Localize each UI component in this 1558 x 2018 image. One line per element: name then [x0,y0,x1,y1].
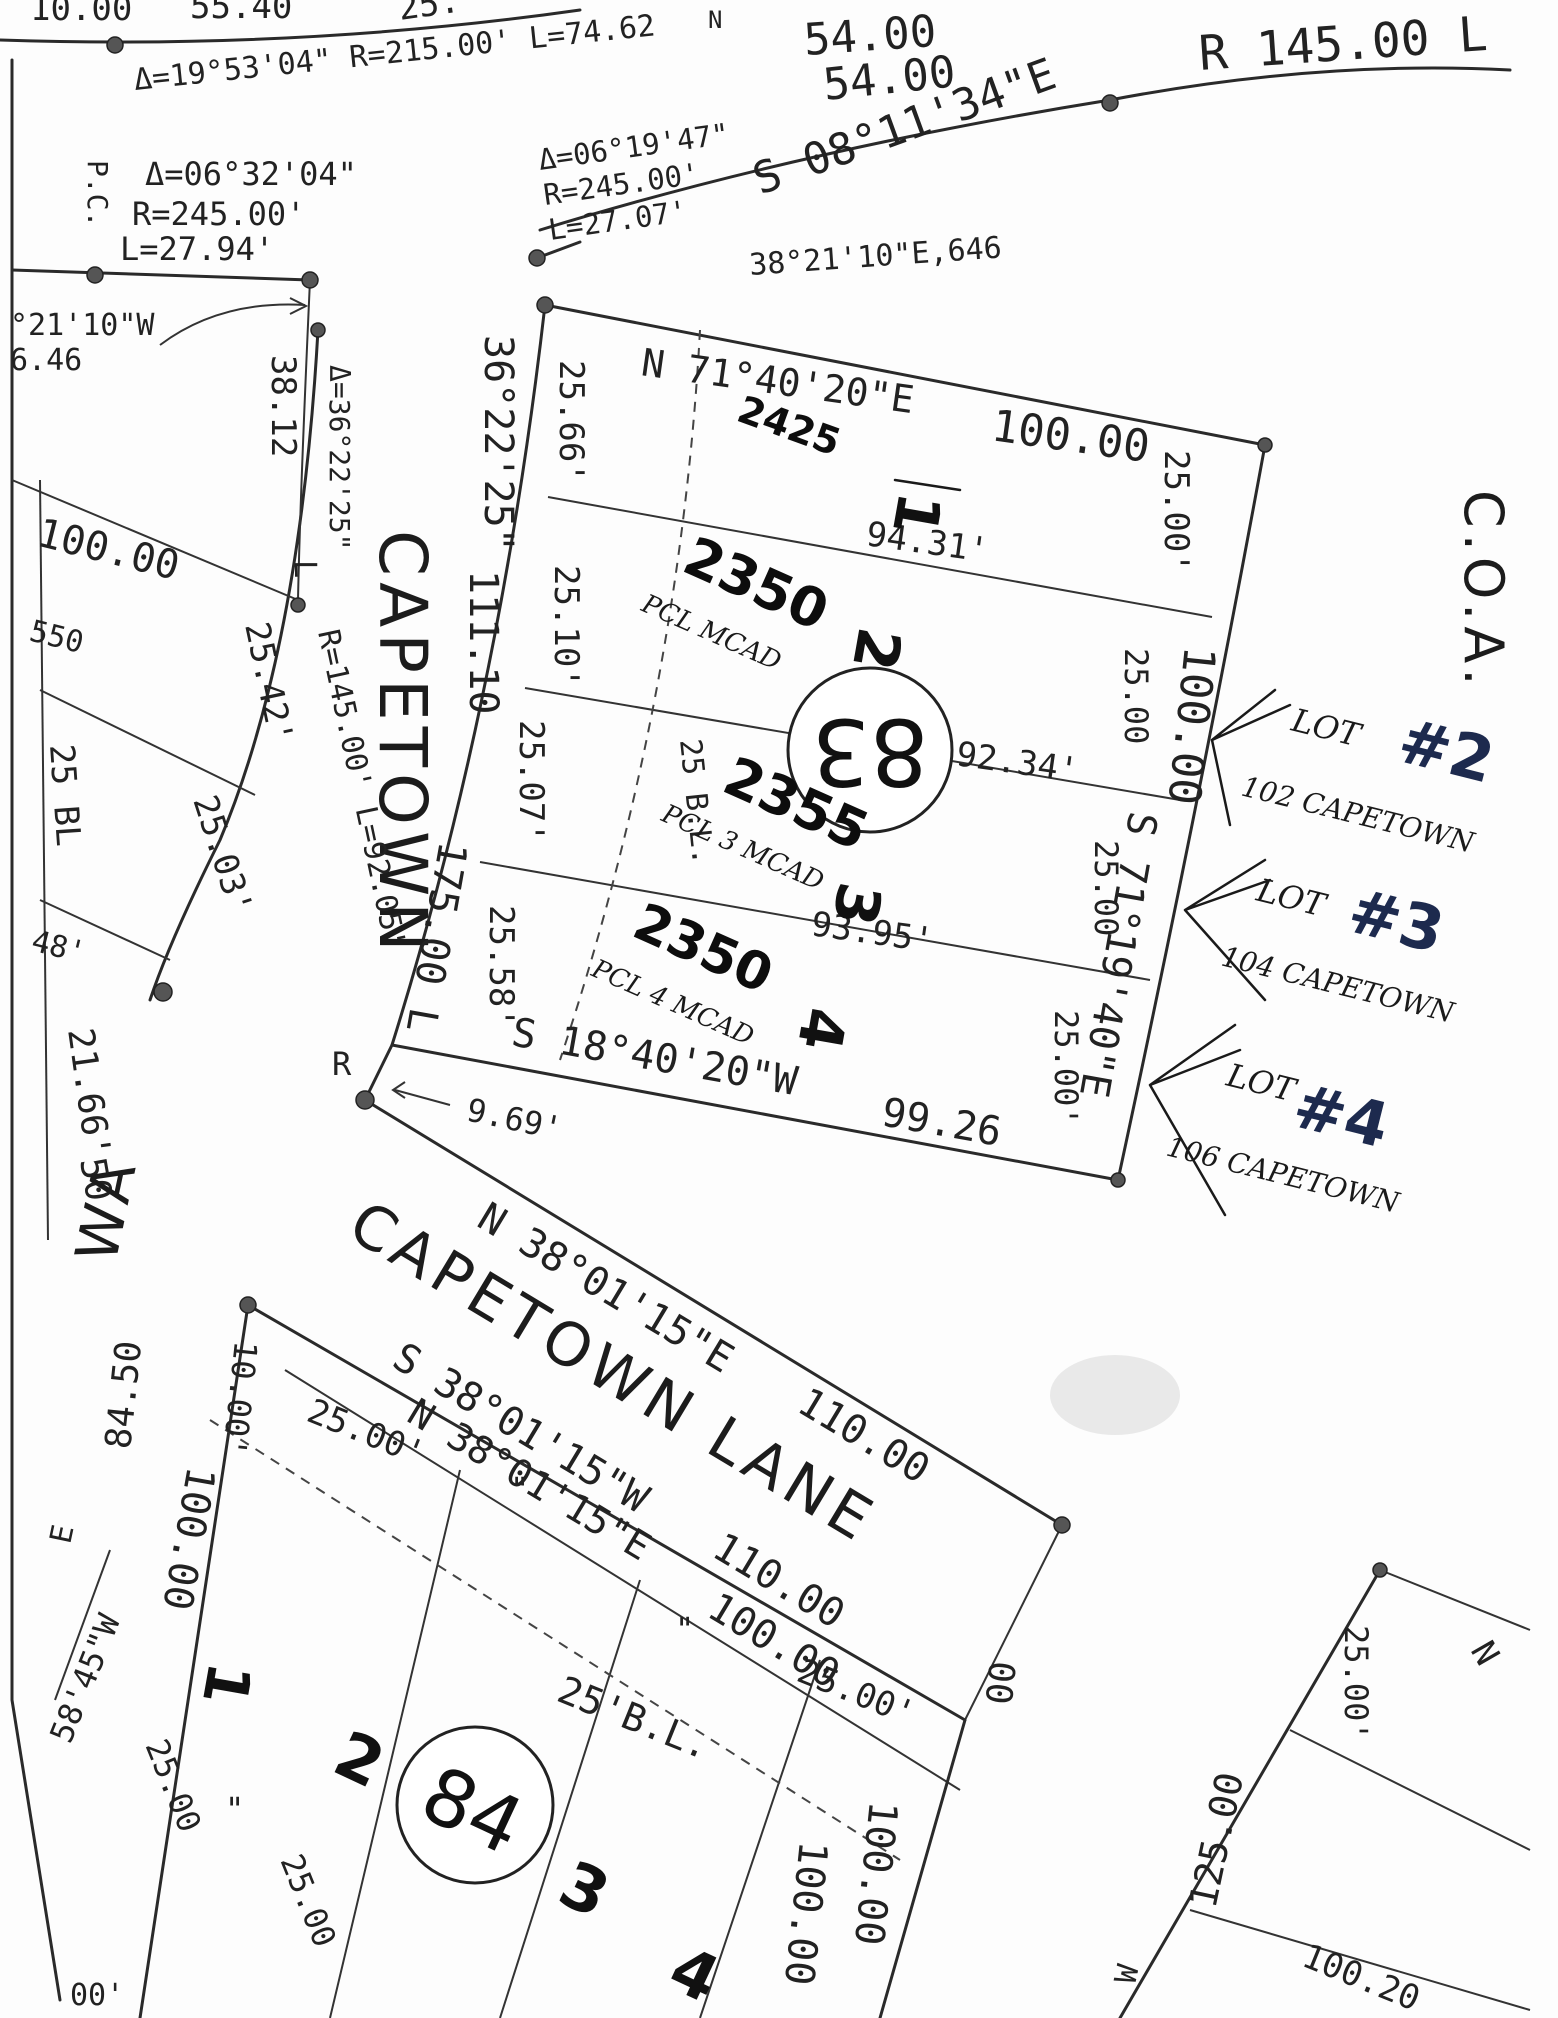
lower-dist-1000: 10.00' [215,1339,265,1458]
block83-corner-dist: 9.69' [463,1091,565,1148]
lower-dist-2500a: 25.00' [302,1391,431,1474]
lower-bearing-58: 58'45"W [42,1608,128,1748]
right-dist-10020: 100.20 [1297,1936,1426,2018]
right-w: W [1109,1961,1147,1987]
left-dist-2503: 25.03' [184,790,260,919]
left-dist-2166: 21.66' [59,1026,118,1160]
lower-dist-8450: 84.50 [98,1339,150,1451]
left-l-label: L [287,560,322,578]
top-cut-b: 55.40 [190,0,292,27]
block83-north-dist: 100.00 [988,400,1153,473]
block83-corner-r: R [332,1045,352,1083]
curve1-length: L=27.94' [120,230,274,268]
smudge-mark [1050,1355,1180,1435]
lower-lot1-number: 1 [188,1657,264,1710]
lower-block-data: N 38°01'15"E 110.00 S 38°01'15"W 110.00 … [42,1150,1507,2018]
block83-east-total: 100.00 [1157,644,1224,807]
lot3-note-num: #3 [1341,874,1451,968]
left-dist-50: 50 [71,1154,119,1204]
curve1-radius: R=245.00' [132,195,305,233]
survey-monuments [86,36,1388,1578]
block83-west-bearing: 36°22'25" [475,335,521,552]
block83-west-total: 111.10 [460,570,506,715]
block83-lot2-number: 2 [838,622,914,675]
lot2-west-width: 25.10' [546,565,586,688]
lower-dist-00b: 00 [977,1659,1022,1706]
curve1-delta: Δ=06°32'04" [145,155,357,193]
right-dist-12500: 125.00 [1181,1768,1253,1911]
top-cut-a: 10.00 [30,0,132,29]
ditto-mark-3: " [225,1790,244,1828]
lower-dist-2500c: 25.00 [138,1734,209,1838]
coa-label: C.O.A. [1452,490,1515,692]
lower-lot3-number: 3 [548,1847,620,1933]
lower-dist-2500d: 25.00 [273,1849,344,1953]
lot3-west-width: 25.07' [511,720,551,843]
pc-label: P.C. [81,160,114,227]
block-84-badge: 84 [395,1725,555,1885]
lower-dist-2500b: 25.00' [792,1651,921,1734]
left-distance: 6.46 [10,343,82,378]
street-capetown-label: CAPETOWN [364,530,441,958]
left-dist-2542: 25.42' [236,619,301,747]
lower-setback: 25'B.L. [552,1668,717,1769]
lower-lot4-number: 4 [658,1932,730,2018]
lot4-east-width: 25.00' [1047,1010,1085,1126]
left-bearing: °21'10"W [10,308,155,343]
lot4-note-lot: LOT [1222,1056,1302,1110]
lower-dist-100c: 100.00 [775,1839,836,1988]
lot2-note-num: #2 [1391,704,1501,798]
top-cut-n: N [708,6,722,34]
lower-e-cut: E [44,1522,82,1547]
left-dist-48: 48' [28,924,89,971]
left-dist-550: 550 [26,614,87,661]
lower-dist-100b: 100.00 [845,1799,906,1948]
top-curve-data: 10.00 55.40 25. N Δ=19°53'04" R=215.00' … [10,0,1489,378]
lower-dist-00: 00' [70,1978,124,2013]
block-83-number: 83 [811,698,928,805]
left-dist-3812: 38.12 [263,355,303,457]
block-83-badge: 83 [786,666,954,834]
lot4-note-num: #4 [1286,1069,1396,1163]
curve-r145: R 145.00 L [1197,6,1489,82]
lot1-east-width: 25.00' [1156,450,1196,573]
left-delta: Δ=36°22'25" [323,365,356,550]
bearing-38-21: 38°21'10"E,646 [748,230,1003,283]
left-block-data: 100.00 550 38.12 Δ=36°22'25" L R=145.00'… [26,355,412,1204]
block83-lot4-number: 4 [783,1002,859,1055]
lot3-note-lot: LOT [1252,871,1332,925]
ditto-mark-1: " [510,1470,529,1508]
left-setback: 25 BL [41,743,88,848]
right-dist-2500: 25.00' [1337,1625,1375,1741]
lot3-east-width: 25.00 [1087,840,1125,936]
top-dist-54a: 54.00 [802,6,938,66]
lot1-west-width: 25.66' [551,360,591,483]
ditto-mark-2: " [675,1610,694,1648]
lot2-depth: 92.34' [954,734,1081,791]
boundary-lines [0,8,1531,2018]
left-dist-100: 100.00 [33,510,184,590]
lot4-west-width: 25.58' [481,905,521,1028]
right-n-cut: N [1462,1635,1507,1673]
block83-south-dist: 99.26 [878,1090,1005,1156]
block-83-data: 36°22'25" 111.10 175.00 L N 71°40'20"E 1… [332,335,1225,1156]
lot2-note-lot: LOT [1287,701,1367,755]
lot2-east-width: 25.00 [1117,648,1155,744]
